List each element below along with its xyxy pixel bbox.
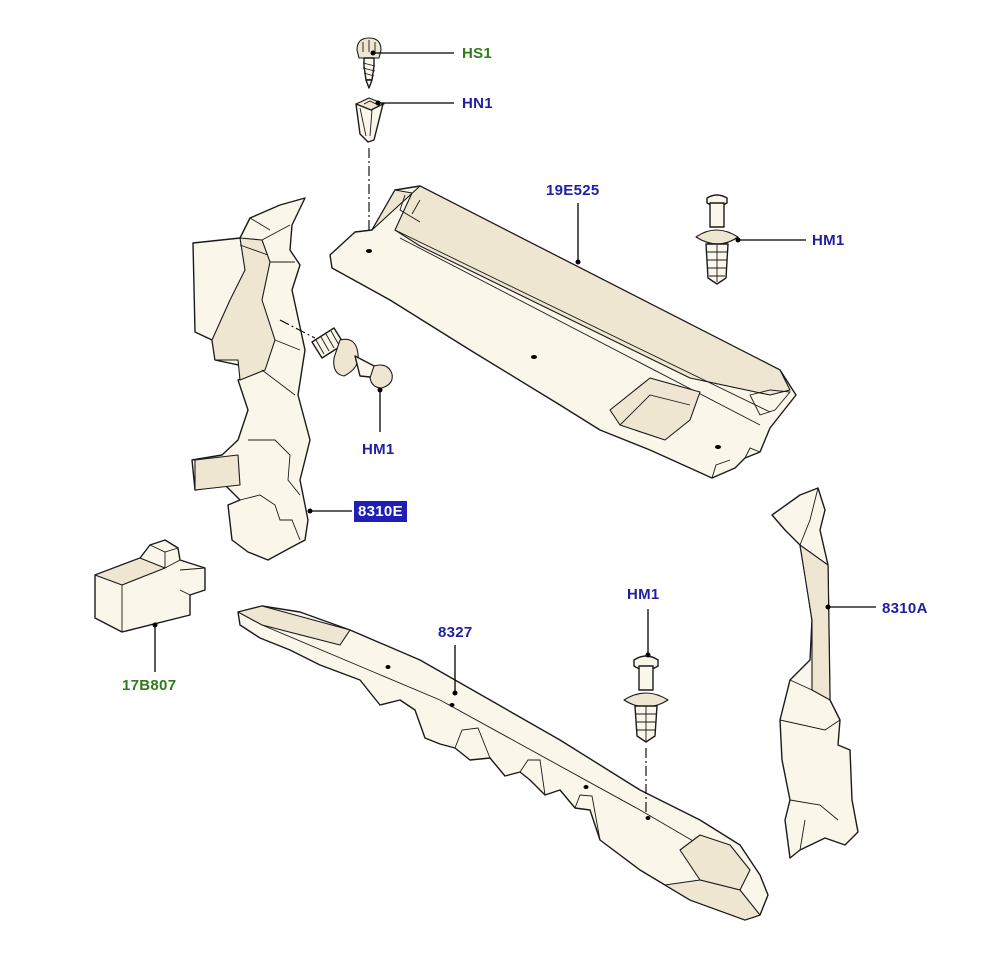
part-17b807-foam-block <box>94 539 206 633</box>
clip-nut-hn1 <box>355 97 385 143</box>
callout-hm1-lower[interactable]: HM1 <box>627 586 660 603</box>
part-8310a-right-deflector <box>771 487 859 859</box>
callout-8310a[interactable]: 8310A <box>882 600 928 617</box>
callout-hm1-right[interactable]: HM1 <box>812 232 845 249</box>
callout-hn1[interactable]: HN1 <box>462 95 493 112</box>
callout-8310e-selected[interactable]: 8310E <box>354 501 407 522</box>
callout-hs1[interactable]: HS1 <box>462 45 493 62</box>
callout-19e525[interactable]: 19E525 <box>546 182 600 199</box>
callout-17b807[interactable]: 17B807 <box>122 677 177 694</box>
push-pin-hm1-right <box>695 194 739 285</box>
part-8310e-left-deflector <box>191 197 311 561</box>
part-19e525-upper-cover <box>329 185 797 479</box>
part-8327-lower-deflector <box>237 605 769 921</box>
push-pin-hm1-left <box>279 319 393 389</box>
leader-lines <box>152 50 876 696</box>
callout-hm1-left[interactable]: HM1 <box>362 441 395 458</box>
callout-8327[interactable]: 8327 <box>438 624 473 641</box>
screw-hs1 <box>356 37 382 89</box>
push-pin-hm1-lower <box>623 655 669 815</box>
